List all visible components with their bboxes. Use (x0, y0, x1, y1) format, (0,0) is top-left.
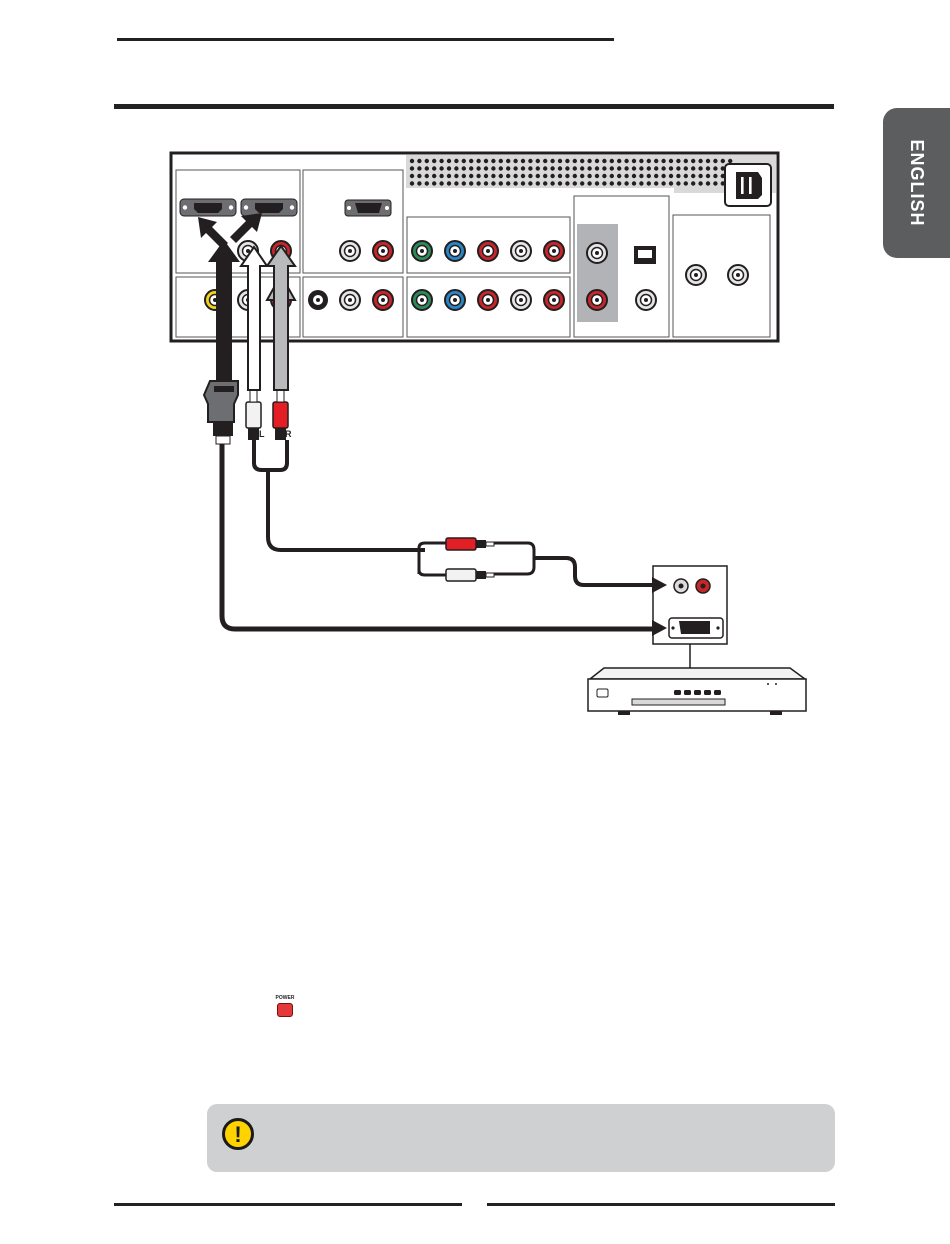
ethernet-port (634, 246, 656, 264)
remote-power-button: POWER (268, 995, 302, 1017)
rca-jack (587, 290, 607, 310)
tv-back-panel (171, 153, 778, 341)
rca-jack (686, 265, 706, 285)
hdmi-port (241, 199, 297, 216)
rca-jack (544, 241, 564, 261)
rca-jack (587, 243, 607, 263)
rca-jack (445, 241, 465, 261)
rca-jack (412, 241, 432, 261)
caution-icon: ! (222, 1118, 254, 1150)
caution-note: ! (207, 1104, 835, 1172)
rca-jack (373, 290, 393, 310)
connection-diagram: L R (0, 0, 950, 760)
cable-label-left: L (259, 429, 265, 439)
vga-port (345, 200, 391, 216)
rca-jack (373, 241, 393, 261)
rca-jack (445, 290, 465, 310)
rca-jack (636, 290, 656, 310)
dvd-player-device (588, 668, 806, 715)
rca-jack (340, 241, 360, 261)
rca-jack (544, 290, 564, 310)
rca-jack (412, 290, 432, 310)
s-video-port (308, 290, 328, 310)
cable-label-right: R (285, 429, 292, 439)
source-device-panel (652, 566, 727, 668)
dvi-port (669, 618, 723, 638)
rca-jack (511, 241, 531, 261)
hdmi-port (180, 199, 236, 216)
footer-rule-right (487, 1203, 835, 1206)
rca-jack (478, 290, 498, 310)
power-button-label: POWER (268, 995, 302, 1001)
rca-jack (728, 265, 748, 285)
power-button-icon (277, 1003, 293, 1017)
rca-jack (511, 290, 531, 310)
footer-rule-left (114, 1203, 462, 1206)
rca-jack (340, 290, 360, 310)
rca-jack (478, 241, 498, 261)
